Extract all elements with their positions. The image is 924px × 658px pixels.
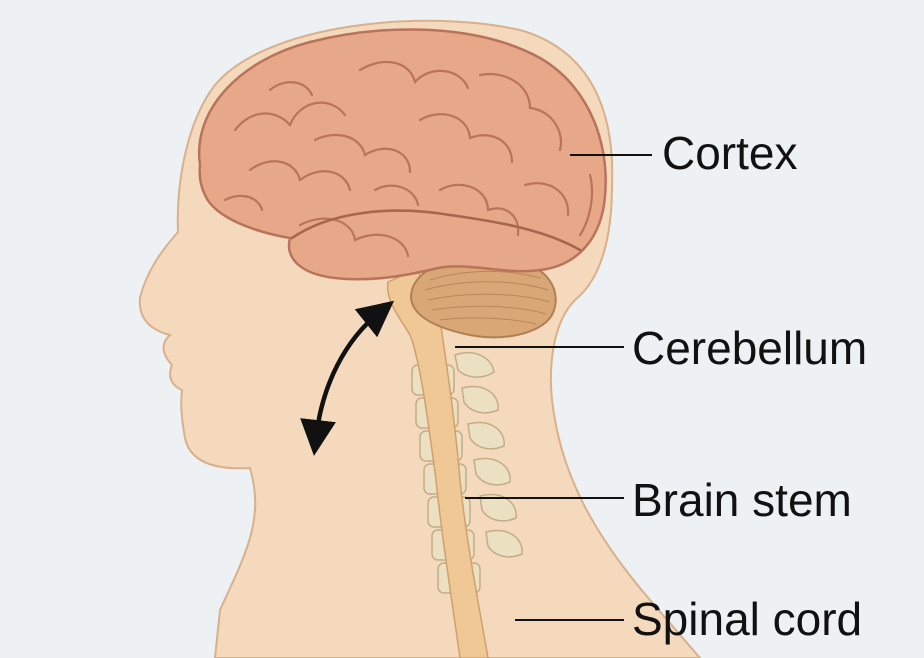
brain-stem-shape xyxy=(386,269,489,658)
movement-arrow-icon xyxy=(300,300,395,456)
label-cortex: Cortex xyxy=(662,127,798,179)
label-cerebellum: Cerebellum xyxy=(632,322,868,374)
label-brain-stem: Brain stem xyxy=(632,474,852,526)
cortex-shape xyxy=(197,28,607,281)
label-spinal-cord: Spinal cord xyxy=(632,593,863,645)
